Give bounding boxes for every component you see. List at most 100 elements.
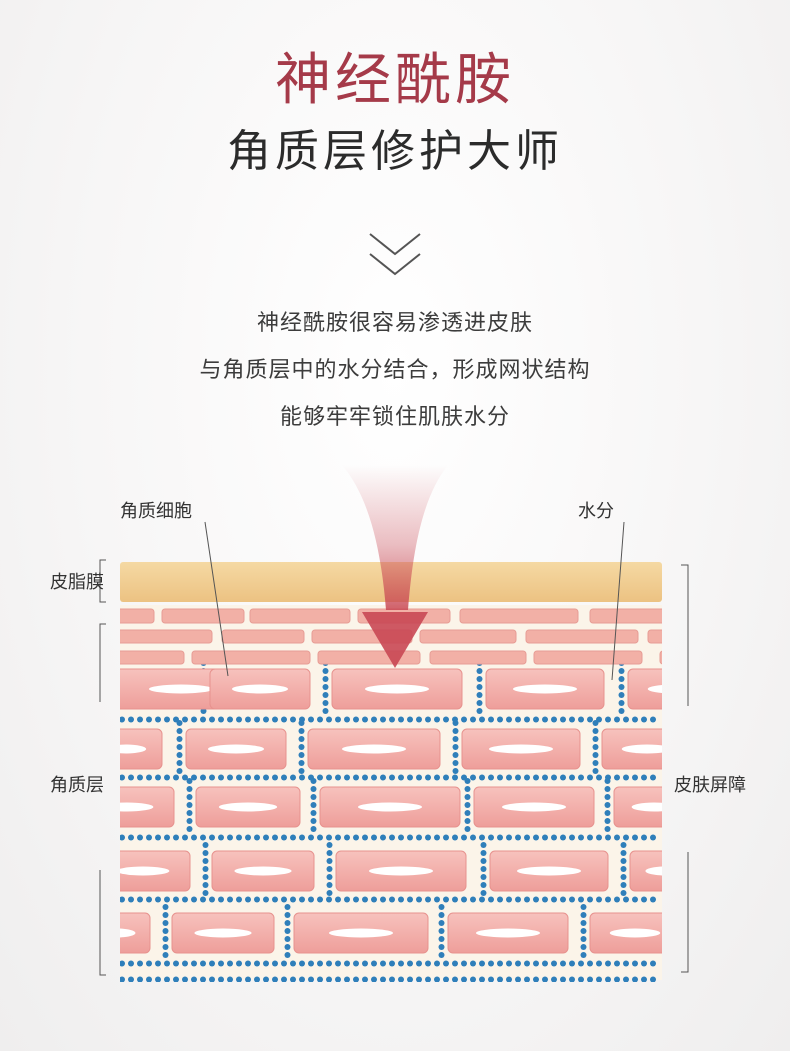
water-dot	[604, 810, 611, 816]
water-dot	[227, 834, 233, 841]
water-dot	[281, 716, 287, 723]
water-dot	[344, 976, 350, 982]
water-dot	[371, 716, 377, 723]
water-dot	[281, 774, 287, 781]
water-dot	[434, 834, 440, 841]
water-dot	[322, 708, 329, 714]
water-dot	[120, 896, 125, 903]
corneocyte-nucleus	[647, 684, 662, 694]
water-dot	[551, 976, 557, 982]
water-dot	[506, 834, 512, 841]
water-dot	[162, 936, 169, 942]
water-dot	[479, 716, 485, 723]
water-dot	[176, 736, 183, 742]
water-dot	[353, 716, 359, 723]
water-dot	[407, 960, 413, 967]
water-dot	[322, 668, 329, 674]
water-dot	[298, 752, 305, 758]
water-dot	[443, 976, 449, 982]
water-dot	[191, 976, 197, 982]
water-dot	[164, 716, 170, 723]
water-dot	[614, 716, 620, 723]
water-dot	[310, 778, 317, 784]
water-dot	[641, 976, 647, 982]
corneocyte-nucleus	[149, 684, 213, 694]
water-dot	[515, 716, 521, 723]
water-dot	[335, 960, 341, 967]
water-dot	[362, 896, 368, 903]
water-dot	[604, 826, 611, 832]
water-dot	[326, 890, 333, 896]
water-dot	[389, 896, 395, 903]
water-dot	[604, 802, 611, 808]
water-dot	[464, 826, 471, 832]
water-dot	[515, 774, 521, 781]
water-dot	[605, 834, 611, 841]
water-dot	[263, 774, 269, 781]
water-dot	[569, 716, 575, 723]
water-dot	[200, 896, 206, 903]
water-dot	[641, 960, 647, 967]
water-dot	[533, 716, 539, 723]
water-dot	[407, 716, 413, 723]
water-dot	[389, 960, 395, 967]
water-dot	[623, 976, 629, 982]
water-dot	[560, 774, 566, 781]
water-dot	[173, 834, 179, 841]
water-dot	[479, 976, 485, 982]
water-dot	[464, 778, 471, 784]
water-dot	[308, 960, 314, 967]
water-dot	[488, 896, 494, 903]
water-dot	[389, 716, 395, 723]
water-dot	[272, 896, 278, 903]
water-dot	[542, 896, 548, 903]
water-dot	[587, 896, 593, 903]
water-dot	[310, 794, 317, 800]
water-dot	[290, 716, 296, 723]
water-dot	[263, 896, 269, 903]
water-dot	[452, 728, 459, 734]
water-dot	[322, 692, 329, 698]
water-dot	[497, 774, 503, 781]
corneocyte-nucleus	[502, 802, 566, 812]
water-dot	[542, 960, 548, 967]
water-dot	[236, 896, 242, 903]
corneocyte-nucleus	[329, 928, 393, 938]
water-dot	[533, 960, 539, 967]
water-dot	[452, 976, 458, 982]
water-dot	[515, 976, 521, 982]
water-dot	[176, 720, 183, 726]
water-dot	[200, 716, 206, 723]
water-dot	[218, 774, 224, 781]
water-dot	[506, 976, 512, 982]
corneocyte-nucleus	[120, 928, 136, 938]
water-dot	[614, 896, 620, 903]
corneocyte	[120, 912, 151, 954]
water-dot	[317, 774, 323, 781]
water-dot	[461, 960, 467, 967]
water-dot	[245, 896, 251, 903]
water-dot	[254, 896, 260, 903]
water-dot	[202, 858, 209, 864]
water-dot	[476, 708, 483, 714]
water-dot	[407, 976, 413, 982]
water-dot	[299, 774, 305, 781]
water-dot	[476, 692, 483, 698]
water-dot	[604, 818, 611, 824]
water-dot	[488, 716, 494, 723]
water-dot	[650, 716, 656, 723]
water-dot	[137, 834, 143, 841]
barrier-bracket-top	[681, 564, 689, 706]
water-dot	[380, 834, 386, 841]
water-dot	[524, 960, 530, 967]
water-dot	[425, 976, 431, 982]
water-dot	[398, 960, 404, 967]
water-dot	[120, 834, 125, 841]
water-dot	[632, 976, 638, 982]
water-dot	[580, 928, 587, 934]
water-dot	[164, 834, 170, 841]
thin-corneocyte	[419, 629, 517, 644]
water-dot	[146, 960, 152, 967]
water-dot	[580, 904, 587, 910]
water-dot	[326, 866, 333, 872]
